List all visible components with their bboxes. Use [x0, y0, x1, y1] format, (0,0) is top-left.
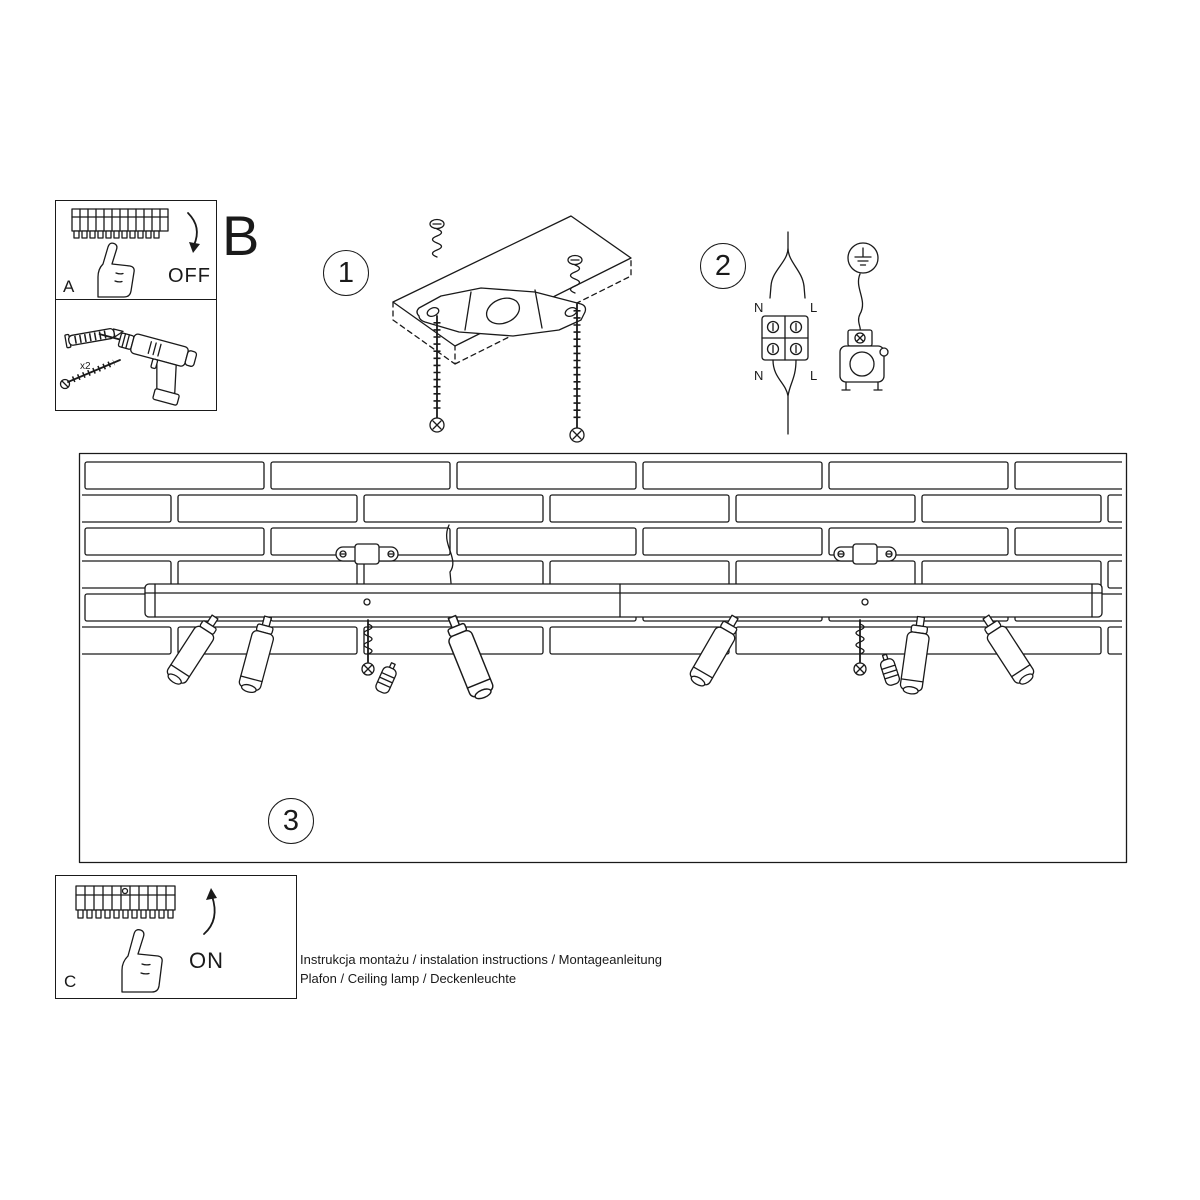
ceiling-mount-illustration — [392, 215, 632, 443]
quantity-label: x2 — [80, 361, 91, 372]
supply-wire-icon — [446, 524, 454, 584]
long-screw-icon — [569, 303, 585, 443]
section-b-label: B — [222, 204, 260, 267]
panel-power-off: A OFF — [55, 200, 217, 302]
wire-neutral-label-top: N — [754, 300, 763, 315]
light-rail — [144, 583, 1103, 618]
wall-mounted-lamp-illustration — [78, 452, 1128, 864]
curved-arrow-up-icon — [203, 888, 217, 935]
section-a-label: A — [63, 277, 75, 296]
step-2-badge: 2 — [700, 243, 746, 289]
power-cable-icon — [769, 231, 806, 299]
hand-press-icon — [97, 242, 135, 298]
step-2-drawing: N L N L — [738, 228, 903, 440]
step-1-badge: 1 — [323, 250, 369, 296]
screw-icon — [59, 359, 121, 390]
power-on-label: ON — [189, 948, 224, 973]
mounting-bracket-icon — [416, 287, 587, 337]
footer-instructions: Instrukcja montażu / instalation instruc… — [300, 952, 663, 967]
step-3-badge: 3 — [268, 798, 314, 844]
panel-power-on: C ON — [55, 875, 297, 999]
brick-wall — [82, 459, 1122, 657]
power-cable-icon — [772, 359, 797, 435]
breaker-panel-icon — [75, 885, 176, 919]
breaker-panel-icon — [71, 208, 169, 239]
spring-screw-icon — [429, 218, 445, 258]
hand-press-icon — [121, 929, 163, 993]
wiring-illustration: N L N L — [754, 231, 889, 435]
ground-symbol-icon — [847, 242, 879, 274]
spring-screw-icon — [567, 254, 583, 294]
section-c-label: C — [64, 972, 77, 991]
cable-clamp-icon — [839, 273, 889, 391]
wall-plug-icon — [64, 327, 124, 349]
panel-tools: x2 — [55, 299, 217, 411]
step-1-drawing — [385, 208, 637, 448]
rail-bracket-icon — [335, 543, 399, 565]
drill-icon — [98, 332, 198, 406]
power-off-illustration — [71, 208, 200, 298]
terminal-block-icon — [761, 315, 809, 361]
power-on-illustration — [75, 885, 217, 993]
wire-neutral-label-bottom: N — [754, 368, 763, 383]
wire-live-label-bottom: L — [810, 368, 817, 383]
footer: Instrukcja montażu / instalation instruc… — [300, 950, 662, 988]
power-off-label: OFF — [168, 265, 211, 287]
footer-product: Plafon / Ceiling lamp / Deckenleuchte — [300, 971, 517, 986]
step-3-drawing — [78, 452, 1128, 864]
rail-bracket-icon — [833, 543, 897, 565]
long-screw-icon — [429, 315, 445, 433]
tools-illustration: x2 — [59, 327, 198, 406]
wire-live-label-top: L — [810, 300, 817, 315]
curved-arrow-down-icon — [187, 212, 200, 253]
